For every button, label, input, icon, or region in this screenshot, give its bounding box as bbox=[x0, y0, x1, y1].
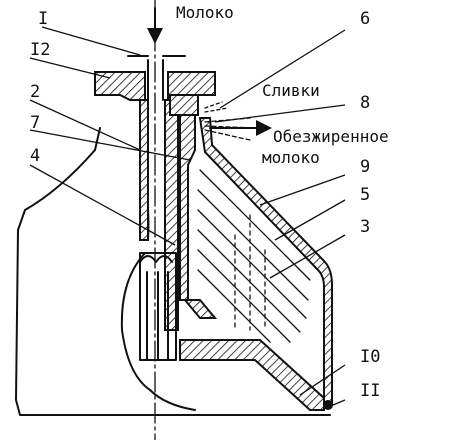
num-1: I bbox=[38, 9, 48, 29]
label-cream: Сливки bbox=[262, 81, 320, 100]
disc-stack bbox=[197, 169, 311, 343]
label-skim-milk-2: молоко bbox=[262, 148, 320, 167]
leader-lines bbox=[29, 26, 346, 406]
spindle bbox=[139, 252, 177, 361]
text-labels: Молоко Сливки Обезжиренное молоко I I2 2… bbox=[30, 3, 389, 401]
num-5: 5 bbox=[360, 185, 370, 205]
num-8: 8 bbox=[360, 93, 370, 113]
label-milk-in: Молоко bbox=[176, 3, 234, 22]
num-6: 6 bbox=[360, 9, 370, 29]
num-7: 7 bbox=[30, 113, 40, 133]
num-4: 4 bbox=[30, 146, 40, 166]
milk-inlet-tube bbox=[127, 0, 186, 440]
num-12: I2 bbox=[30, 40, 50, 60]
num-11: II bbox=[360, 381, 380, 401]
num-3: 3 bbox=[360, 217, 370, 237]
label-skim-milk-1: Обезжиренное bbox=[273, 127, 389, 146]
num-9: 9 bbox=[360, 157, 370, 177]
drum bbox=[179, 117, 333, 411]
outlet-sprays bbox=[204, 101, 272, 141]
num-2: 2 bbox=[30, 82, 40, 102]
num-10: I0 bbox=[360, 347, 380, 367]
